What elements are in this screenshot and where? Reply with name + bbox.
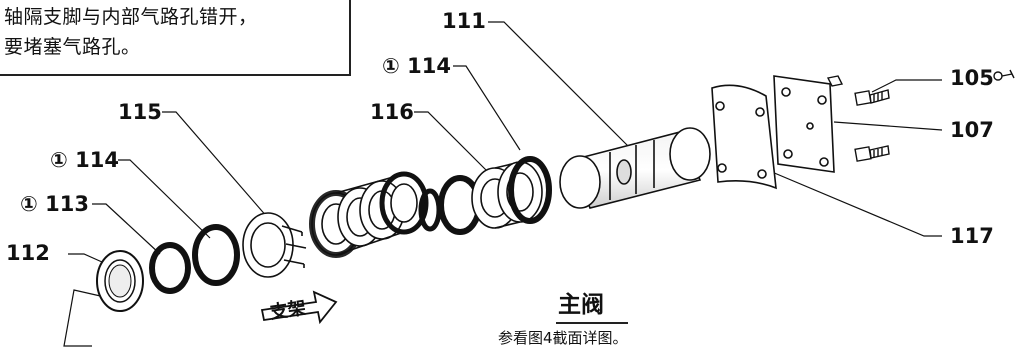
callout-117-number: 117 <box>950 224 994 248</box>
note-line-2: 要堵塞气路孔。 <box>4 36 141 58</box>
part-107-cover-plate <box>773 75 835 173</box>
bracket-label: 支架 <box>268 297 308 324</box>
part-116-seal <box>471 161 543 229</box>
leader-lines <box>63 21 943 347</box>
callout-114-top-prefix: ① <box>382 54 400 78</box>
part-105-screws <box>826 75 890 162</box>
callout-116-number: 116 <box>370 100 414 124</box>
callout-111: 111 <box>442 9 486 33</box>
callout-114-top-number: 114 <box>407 54 451 78</box>
part-114-o-ring-top <box>508 156 552 224</box>
leader-116 <box>414 111 493 177</box>
leader-105 <box>871 79 942 93</box>
leader-112 <box>68 253 103 263</box>
title-underline <box>556 322 628 324</box>
callout-114-left-prefix: ① <box>50 148 68 172</box>
leader-117 <box>771 171 942 237</box>
leader-114-left <box>118 159 211 239</box>
leader-115 <box>162 111 269 219</box>
callout-117: 117 <box>950 224 994 248</box>
callout-111-number: 111 <box>442 9 486 33</box>
callout-115: 115 <box>118 100 162 124</box>
part-112-cap <box>96 250 144 312</box>
direction-arrow-icon <box>260 290 338 325</box>
callout-116: 116 <box>370 100 414 124</box>
diagram-title: 主阀 <box>558 292 604 318</box>
callout-107: 107 <box>950 118 994 142</box>
diagram-subtitle: 参看图4截面详图。 <box>498 329 628 347</box>
callout-112: 112 <box>6 241 50 265</box>
leader-111 <box>488 21 629 147</box>
callout-107-number: 107 <box>950 118 994 142</box>
callout-115-number: 115 <box>118 100 162 124</box>
callout-113-prefix: ① <box>20 192 38 216</box>
callout-105: 105 <box>950 66 994 90</box>
leader-112-bottom <box>63 289 119 347</box>
torque-wrench-icon <box>993 69 1015 81</box>
callout-114-top: ① 114 <box>382 54 451 78</box>
part-117-gasket <box>711 84 777 190</box>
callout-113: ① 113 <box>20 192 89 216</box>
leader-114-top <box>453 65 521 151</box>
part-114-o-ring-left <box>192 224 240 286</box>
callout-105-number: 105 <box>950 66 994 90</box>
callout-114-left: ① 114 <box>50 148 119 172</box>
part-spacer-stack <box>309 171 482 258</box>
part-115-bushing <box>242 212 307 278</box>
part-111-spool <box>559 127 711 209</box>
callout-112-number: 112 <box>6 241 50 265</box>
note-box: 轴隔支脚与内部气路孔错开， 要堵塞气路孔。 <box>0 0 351 76</box>
callout-114-left-number: 114 <box>75 148 119 172</box>
leader-107 <box>833 121 943 131</box>
note-line-1: 轴隔支脚与内部气路孔错开， <box>4 6 258 28</box>
part-113-o-ring <box>149 242 191 294</box>
callout-113-number: 113 <box>45 192 89 216</box>
leader-113 <box>92 203 161 255</box>
